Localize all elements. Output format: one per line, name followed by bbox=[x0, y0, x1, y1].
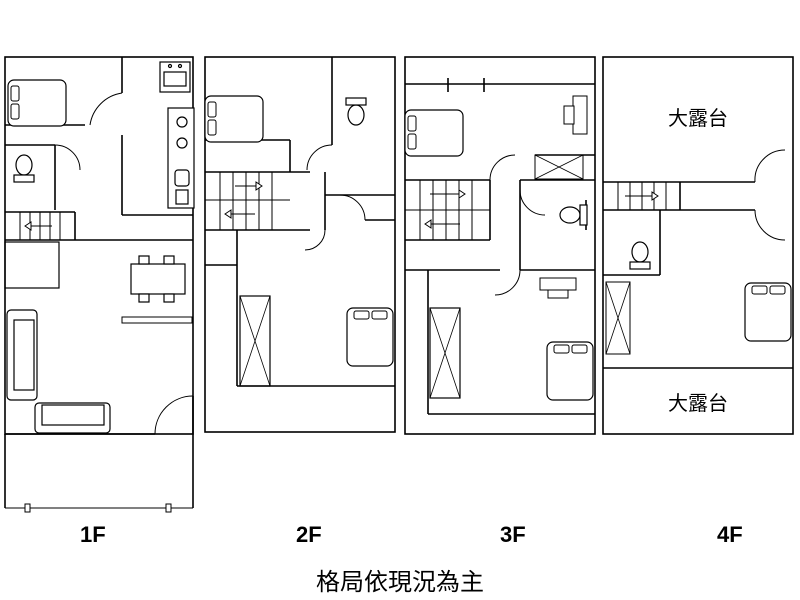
floor-2f bbox=[204, 56, 396, 433]
stair-icon bbox=[617, 182, 667, 210]
toilet-icon bbox=[629, 241, 651, 270]
terrace-bottom-label: 大露台 bbox=[668, 391, 728, 415]
bed-icon bbox=[346, 307, 394, 367]
floor-3f bbox=[404, 56, 596, 435]
bed-icon bbox=[546, 341, 594, 401]
stair-icon bbox=[19, 212, 61, 240]
floor-label-4f: 4F bbox=[717, 522, 743, 547]
floor-label-3f: 3F bbox=[500, 522, 526, 547]
bed-icon bbox=[204, 95, 264, 143]
toilet-icon bbox=[13, 154, 35, 183]
bed-icon bbox=[7, 79, 67, 127]
toilet-icon bbox=[345, 97, 367, 126]
caption: 格局依現況為主 bbox=[316, 568, 484, 596]
dining-table bbox=[130, 255, 186, 303]
floor-label-2f: 2F bbox=[296, 522, 322, 547]
floor-4f bbox=[602, 56, 794, 435]
floor-label-1f: 1F bbox=[80, 522, 106, 547]
desk-icon bbox=[539, 95, 588, 299]
stair-icon bbox=[205, 172, 290, 230]
sofa bbox=[6, 309, 111, 434]
bed-icon bbox=[404, 109, 464, 157]
toilet-icon bbox=[559, 204, 588, 226]
stair-icon bbox=[405, 180, 490, 240]
terrace-top-label: 大露台 bbox=[668, 106, 728, 130]
kitchen-counter bbox=[159, 61, 195, 209]
bed-icon bbox=[744, 282, 792, 342]
